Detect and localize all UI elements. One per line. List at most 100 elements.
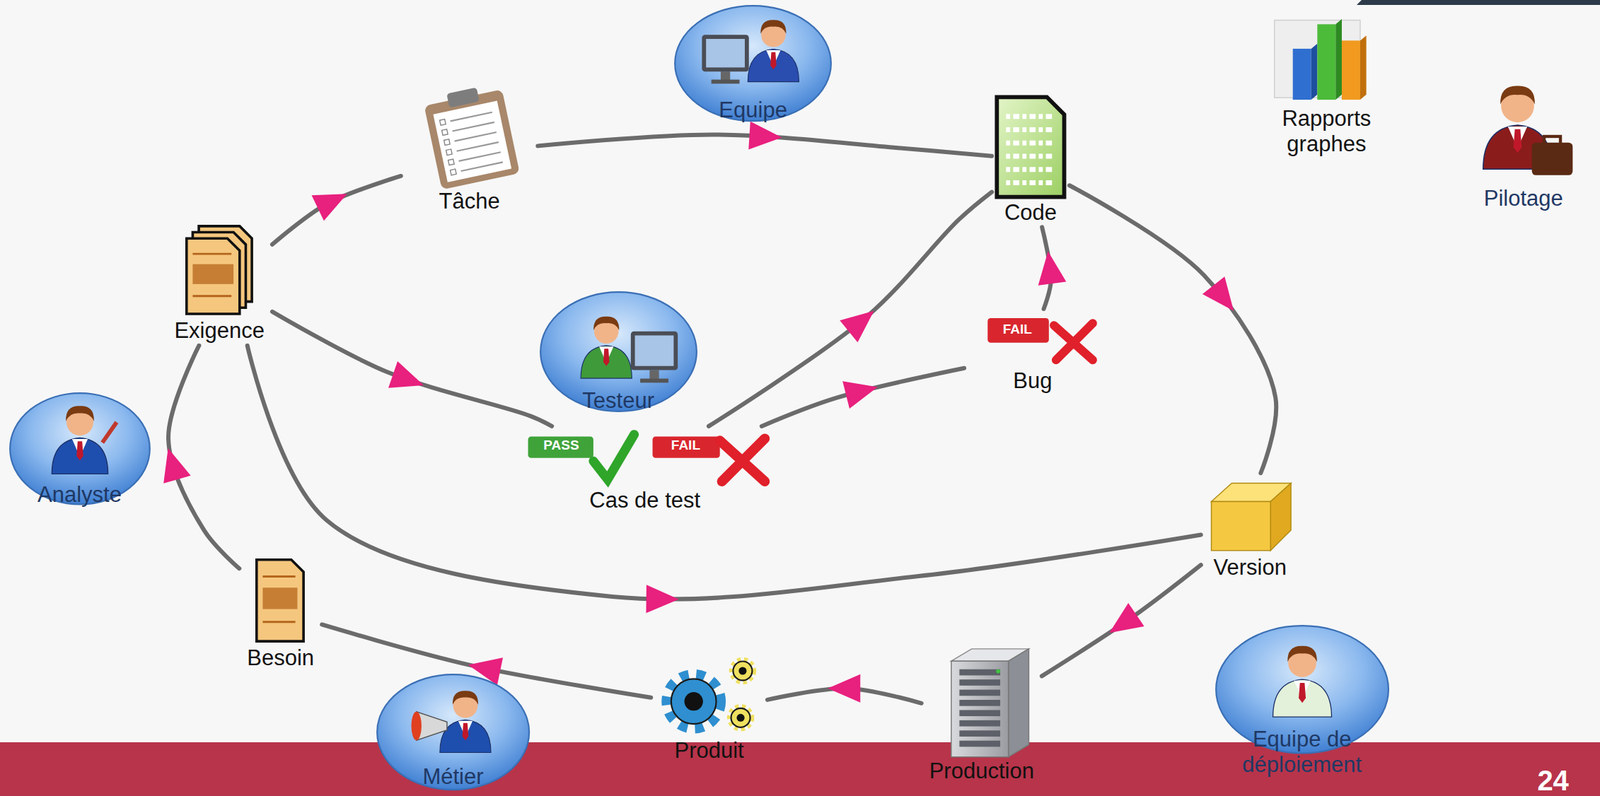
icon-part: [422, 87, 520, 189]
icon-part: [630, 331, 678, 371]
icon-part: [640, 379, 669, 384]
artifact-node: Produit: [652, 652, 766, 764]
icon-part: [649, 370, 659, 381]
flow-connector: [1041, 565, 1202, 677]
role-icon: [702, 19, 800, 84]
artifact-icon: [1270, 12, 1383, 107]
gear: [731, 659, 755, 683]
icon-part: [432, 100, 512, 182]
icon-part: [1544, 136, 1561, 146]
pencil: [101, 422, 117, 443]
artifact-icon: [966, 311, 1100, 369]
artifact-label: Cas de test: [586, 488, 704, 514]
fail-cross: [1053, 323, 1093, 361]
icon-part: [1210, 483, 1291, 552]
briefcase: [1531, 136, 1573, 176]
arrow-head: [1202, 276, 1245, 320]
role-circle: Equipe: [673, 4, 833, 123]
icon-part: [193, 264, 235, 285]
bar-chart: [1274, 19, 1367, 100]
icon-part: [446, 87, 480, 108]
icon-part: [460, 161, 503, 172]
artifact-label: Pilotage: [1481, 186, 1567, 212]
role-icon: [51, 406, 117, 474]
icon-part: [454, 132, 496, 142]
role-icon: [580, 316, 678, 384]
icon-part: [1005, 166, 1055, 172]
status-badge: [652, 436, 721, 458]
artifact-icon: [252, 555, 309, 646]
gear: [729, 707, 752, 730]
icon-part: [1005, 180, 1055, 186]
icon-part: [410, 712, 421, 741]
icon-part: [634, 335, 674, 367]
monitor: [702, 34, 750, 84]
flow-connector: [761, 368, 965, 427]
icon-part: [449, 169, 457, 176]
icon-part: [262, 621, 295, 624]
arrow-head: [154, 444, 191, 484]
icon-part: [667, 675, 721, 729]
icon-part: [1360, 35, 1367, 100]
document: [186, 239, 240, 315]
arrow-head: [645, 584, 679, 614]
icon-part: [1531, 142, 1573, 176]
artifact-node: Production: [923, 647, 1040, 785]
artifact-node: Besoin: [241, 555, 320, 672]
icon-part: [747, 48, 799, 82]
icon-part: [720, 438, 765, 482]
icon-part: [1512, 129, 1522, 153]
icon-part: [684, 692, 704, 711]
flow-connector-group: [767, 674, 922, 704]
icon-part: [1274, 19, 1367, 100]
icon-part: [76, 441, 84, 461]
flow-connector: [247, 345, 1202, 600]
icon-part: [452, 691, 479, 705]
icon-part: [733, 662, 753, 682]
icon-part: [959, 679, 1001, 687]
flow-connector: [708, 192, 992, 427]
role-label: Testeur: [538, 388, 699, 414]
icon-part: [729, 707, 752, 730]
flow-connector-group: [154, 345, 240, 569]
artifact-label: Bug: [1010, 368, 1055, 394]
status-badge: [528, 436, 594, 458]
gear: [667, 675, 721, 729]
artifact-label: Tâche: [435, 188, 503, 215]
icon-part: [995, 669, 1001, 674]
icon-part: [262, 575, 295, 578]
icon-part: [528, 435, 766, 482]
icon-part: [256, 560, 304, 642]
icon-part: [439, 118, 446, 126]
icon-part: [193, 253, 233, 256]
icon-part: [449, 111, 492, 121]
artifact-label: Produit: [671, 738, 747, 764]
icon-part: [1311, 43, 1318, 100]
document: [256, 560, 304, 642]
icon-part: [959, 700, 1001, 707]
icon-part: [959, 689, 1001, 697]
icon-part: [593, 316, 619, 331]
server-tower: [951, 648, 1030, 757]
flow-connector: [272, 176, 402, 245]
role-label: Métier: [375, 764, 531, 791]
artifact-label: Version: [1210, 555, 1289, 581]
icon-part: [996, 96, 1064, 197]
artifact-icon: [519, 428, 770, 489]
artifact-icon: [652, 652, 766, 739]
monitor: [630, 331, 678, 384]
icon-part: [423, 89, 520, 189]
icon-part: [731, 659, 755, 683]
icon-part: [1335, 19, 1342, 100]
icon-part: [456, 142, 498, 152]
role-circle: Testeur: [538, 290, 699, 414]
arrow-head: [842, 373, 881, 409]
icon-part: [1298, 683, 1306, 704]
icon-part: [193, 295, 233, 298]
icon-part: [443, 138, 450, 146]
icon-part: [1500, 86, 1535, 105]
icon-part: [1005, 127, 1055, 133]
flow-connector: [272, 311, 552, 427]
